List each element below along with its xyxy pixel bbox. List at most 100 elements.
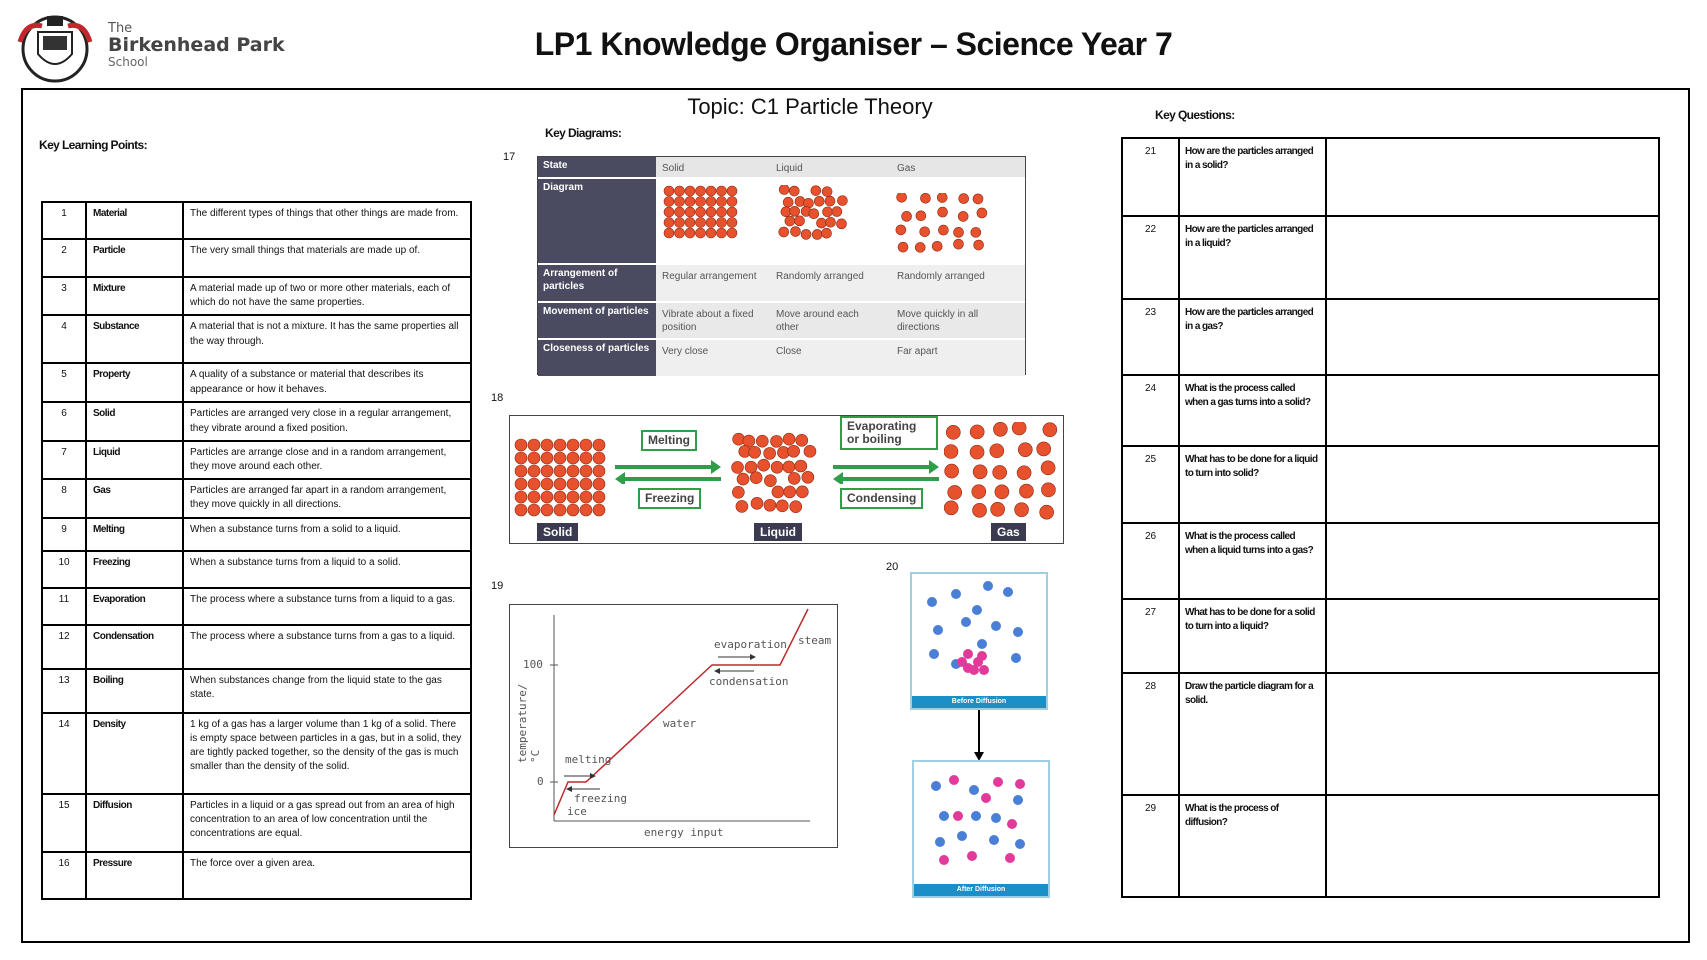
particle [726,206,738,218]
diffusion-particle [957,657,967,667]
gas-particle-diagram [895,193,988,253]
key-questions-heading: Key Questions: [1155,108,1235,122]
particle [810,185,822,196]
melting-label: Melting [641,430,697,452]
learning-number: 8 [41,478,87,519]
header-state: State [538,157,656,177]
learning-term: Evaporation [85,586,184,626]
particle [778,226,790,238]
learning-number: 4 [41,314,87,365]
learning-term: Freezing [85,549,184,589]
learning-term: Diffusion [85,792,184,853]
particle [695,217,706,228]
question-text: What is the process called when a liquid… [1178,522,1327,600]
particle [695,206,706,218]
answer-cell[interactable] [1325,598,1660,674]
answer-cell[interactable] [1325,298,1660,376]
x-axis-label: energy input [644,826,724,839]
particle [1042,422,1058,437]
question-text: How are the particles arranged in a liqu… [1178,215,1327,300]
gas-closeness: Far apart [897,346,938,357]
particle [726,217,738,228]
answer-cell[interactable] [1325,374,1660,447]
particle [663,196,675,207]
particle [695,227,706,239]
label-condensation: condensation [709,675,789,688]
particle [972,503,987,518]
diffusion-particle [989,835,999,845]
diagram-17-number: 17 [503,151,516,163]
particle [914,242,926,253]
state-change-liquid-particles [731,432,817,514]
particle [663,185,675,197]
answer-cell[interactable] [1325,445,1660,524]
content-frame [21,88,1690,943]
label-melting: melting [565,753,612,766]
header-gas: Gas [897,163,916,174]
particle [944,463,959,479]
particle [936,193,948,203]
particle [566,438,580,452]
particle [579,490,593,504]
particle [957,211,969,222]
state-change-gas-particles [944,422,1058,520]
answer-cell[interactable] [1325,794,1660,898]
particle [775,499,789,513]
particle [749,471,763,485]
solid-closeness: Very close [662,346,709,357]
question-number: 22 [1121,215,1180,300]
particle [895,224,907,236]
answer-cell[interactable] [1325,215,1660,300]
diagram-20-number: 20 [886,561,899,573]
question-text: How are the particles arranged in a soli… [1178,137,1327,217]
gas-arrangement: Randomly arranged [897,271,985,282]
particle [527,503,541,517]
learning-term: Boiling [85,667,184,714]
answer-cell[interactable] [1325,137,1660,217]
answer-cell[interactable] [1325,522,1660,600]
school-name-line2: Birkenhead Park [108,34,285,56]
school-name-line3: School [108,55,148,69]
answer-cell[interactable] [1325,672,1660,796]
evaporating-label: Evaporating or boiling [840,416,938,451]
particle [778,185,790,195]
particle [566,464,580,478]
particle [514,464,528,478]
diffusion-particle [979,665,989,675]
question-text: What has to be done for a liquid to turn… [1178,445,1327,524]
particle [915,210,927,222]
particle [808,208,820,220]
particle [716,196,727,207]
particle [748,445,761,459]
particle [994,484,1010,500]
question-text: Draw the particle diagram for a solid. [1178,672,1327,796]
particle [705,217,717,228]
particle [716,227,727,239]
particle [789,500,803,514]
particle [787,444,800,458]
particle [971,484,987,499]
particle [796,485,809,499]
particle [553,451,567,465]
particle [716,206,727,218]
learning-term: Melting [85,516,184,552]
learning-term: Gas [85,478,184,519]
particle [938,224,949,236]
learning-number: 7 [41,439,87,481]
particle [732,486,745,499]
particle [831,206,843,217]
particle [989,443,1005,459]
particle [764,474,777,488]
solid-particle-diagram [663,185,738,239]
particle [540,490,554,504]
learning-number: 6 [41,401,87,442]
particle [794,215,805,227]
